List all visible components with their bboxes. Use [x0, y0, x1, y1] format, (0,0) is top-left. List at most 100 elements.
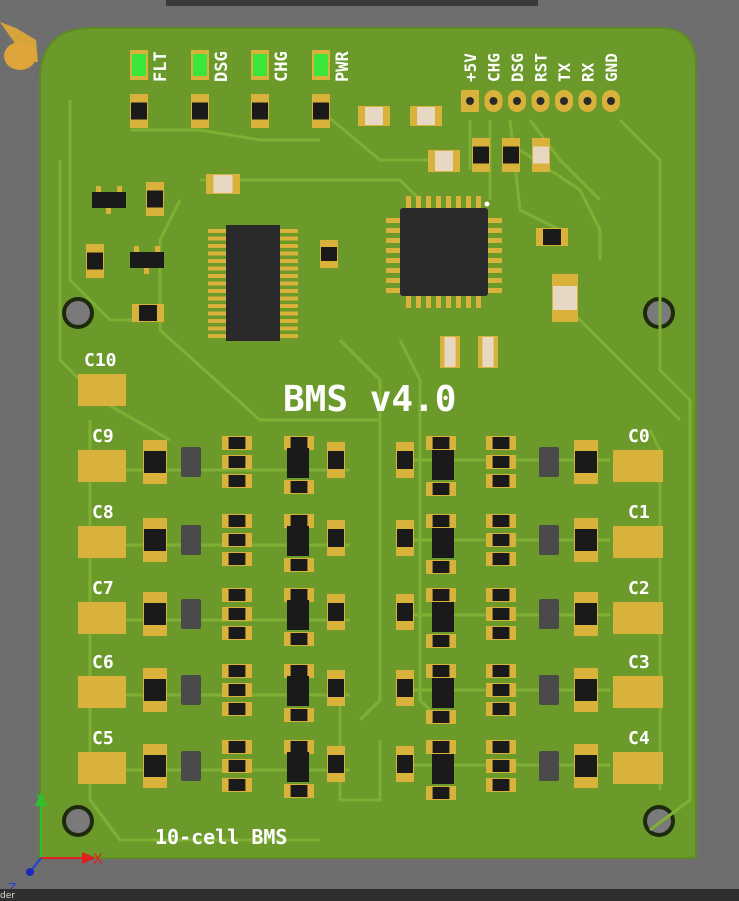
smd-component [426, 588, 456, 602]
smd-component [478, 336, 498, 368]
mounting-holes [62, 297, 675, 837]
smd-component [410, 106, 442, 126]
header-pin [484, 90, 503, 112]
header-pin-label: DSG [508, 53, 527, 82]
cell-pad-label: C7 [92, 578, 114, 599]
smd-component [486, 455, 516, 469]
header-pin [508, 90, 526, 112]
header-pin [555, 90, 573, 112]
smd-component [486, 759, 516, 773]
smd-component [284, 664, 314, 678]
x-axis-label: X [93, 852, 103, 868]
smd-component [327, 746, 345, 782]
smd-component [222, 588, 252, 602]
smd-component [486, 552, 516, 566]
smd-component [396, 746, 414, 782]
cell-pad-label: C8 [92, 502, 114, 523]
smd-component [143, 744, 167, 788]
smd-component [143, 592, 167, 636]
mcu-chip [386, 196, 502, 308]
smd-component [486, 683, 516, 697]
cell-pad-label: C5 [92, 728, 114, 749]
smd-component [486, 588, 516, 602]
smd-component [222, 759, 252, 773]
cell-pad-c7: C7 [78, 578, 126, 634]
smd-component [284, 740, 314, 754]
led-label: DSG [212, 51, 232, 82]
smd-component [222, 455, 252, 469]
smd-component [327, 670, 345, 706]
top-toolbar-edge [166, 0, 538, 6]
smd-component [222, 436, 252, 450]
smd-component [396, 594, 414, 630]
led-pwr [312, 50, 330, 80]
smd-component [552, 274, 578, 322]
header-pin [578, 90, 597, 112]
smd-component [440, 336, 460, 368]
smd-component [284, 784, 314, 798]
cell-pad-c10: C10 [78, 350, 126, 406]
smd-component [486, 702, 516, 716]
smd-component [284, 436, 314, 450]
smd-component [428, 150, 460, 172]
smd-component [146, 182, 164, 216]
cell-pad-c6: C6 [78, 652, 126, 708]
smd-component [312, 94, 330, 128]
smd-component [426, 740, 456, 754]
cell-pad-c9: C9 [78, 426, 126, 482]
smd-component [396, 520, 414, 556]
led-flt [130, 50, 148, 80]
smd-component [191, 94, 209, 128]
smd-component [284, 708, 314, 722]
afe-chip [208, 225, 298, 341]
smd-component [486, 514, 516, 528]
header-pin [531, 90, 550, 112]
passive-components [86, 106, 578, 368]
smd-component [426, 634, 456, 648]
smd-component [426, 514, 456, 528]
smd-component [574, 744, 598, 788]
header-pin-label: RX [579, 62, 598, 82]
smd-component [206, 174, 240, 194]
header-pin-label: CHG [485, 53, 504, 82]
axis-triad: Y X Z [8, 792, 103, 895]
smd-component [222, 683, 252, 697]
smd-component [396, 442, 414, 478]
board-title: BMS v4.0 [283, 379, 456, 420]
smd-component [222, 474, 252, 488]
led-chg [251, 50, 269, 80]
header-pin [461, 90, 479, 112]
cell-pad-label: C2 [628, 578, 650, 599]
smd-component [327, 520, 345, 556]
transistor [92, 186, 126, 214]
smd-component [426, 664, 456, 678]
smd-component [86, 244, 104, 278]
led-label: CHG [272, 51, 292, 82]
transistor [130, 246, 164, 274]
smd-component [486, 474, 516, 488]
smd-component [222, 607, 252, 621]
smd-component [143, 440, 167, 484]
cell-pad-label: C0 [628, 426, 650, 447]
cell-pad-c3: C3 [613, 652, 663, 708]
smd-component [574, 518, 598, 562]
smd-component [426, 560, 456, 574]
smd-component [426, 710, 456, 724]
smd-component [222, 778, 252, 792]
cell-pad-label: C6 [92, 652, 114, 673]
smd-component [486, 626, 516, 640]
smd-component [130, 94, 148, 128]
cell-pad-label: C3 [628, 652, 650, 673]
smd-component [327, 442, 345, 478]
status-tab-label[interactable]: der [0, 891, 15, 901]
smd-component [532, 138, 550, 172]
header-pin-label: GND [602, 53, 621, 82]
smd-component [222, 702, 252, 716]
smd-component [284, 514, 314, 528]
cell-balancing-channels [143, 436, 598, 800]
smd-component [486, 740, 516, 754]
smd-component [486, 664, 516, 678]
